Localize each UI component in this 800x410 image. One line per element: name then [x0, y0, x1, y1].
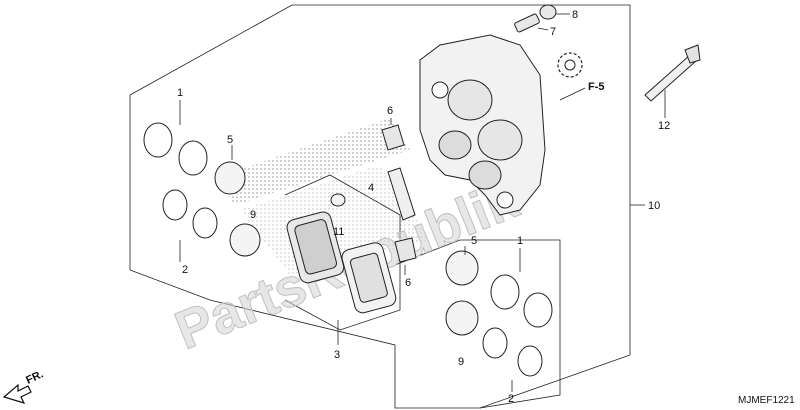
callout-3: 3: [334, 349, 340, 361]
pin-bolt: [644, 44, 701, 102]
callout-9-upper: 9: [250, 209, 256, 221]
callout-1-upper: 1: [177, 87, 183, 99]
bleeder-valve: [514, 13, 540, 33]
diagram-code: MJMEF1221: [738, 395, 795, 406]
brake-pad-right: [341, 242, 397, 314]
callout-6-upper: 6: [387, 105, 393, 117]
piston-seals-lower: [482, 274, 553, 377]
pistons-upper: [214, 161, 261, 257]
gear-icon: [557, 52, 583, 78]
brake-pad-left: [286, 211, 345, 284]
pad-pin-washer: [330, 193, 346, 207]
outer-frame: [129, 4, 631, 409]
callout-2-lower: 2: [508, 393, 514, 405]
pad-clip-lower: [394, 237, 417, 263]
caliper-body: [419, 34, 546, 216]
callout-9-lower: 9: [458, 356, 464, 368]
pad-clip-upper: [381, 124, 405, 151]
callout-5-lower: 5: [471, 235, 477, 247]
ref-label: F-5: [588, 81, 605, 93]
callout-2-upper: 2: [182, 264, 188, 276]
callout-5-upper: 5: [227, 134, 233, 146]
callout-6-lower: 6: [405, 277, 411, 289]
front-arrow-icon: [2, 383, 32, 404]
callout-11: 11: [333, 226, 344, 238]
pistons-lower: [445, 250, 479, 336]
callout-4: 4: [368, 182, 374, 194]
pad-spring: [387, 167, 416, 221]
front-label: FR.: [24, 368, 45, 386]
shaded-region-upper: [215, 118, 410, 205]
bleeder-cap: [539, 4, 557, 20]
callout-7: 7: [550, 26, 556, 38]
callout-8: 8: [572, 9, 578, 21]
callout-1-lower: 1: [517, 235, 523, 247]
callout-12: 12: [658, 120, 670, 132]
lower-right-frame: [394, 239, 561, 409]
callout-10: 10: [648, 200, 660, 212]
piston-seals-upper: [143, 122, 218, 239]
